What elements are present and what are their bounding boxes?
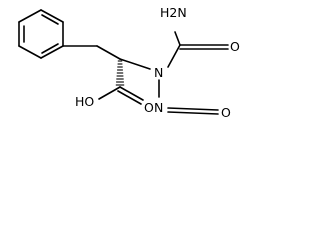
nitrogen-label: N	[154, 65, 163, 80]
ring-bond	[18, 9, 42, 23]
molecule-structure: H2N O HO O N N O	[18, 5, 240, 120]
ring-bond	[40, 45, 64, 59]
ring-double-bond	[41, 43, 59, 54]
ring-double-bond	[41, 14, 59, 25]
nitroso-oxygen-label: O	[221, 105, 231, 120]
alpha-to-nitrogen-bond	[119, 58, 151, 70]
nitroso-double-bond	[167, 111, 219, 115]
ring-bond	[18, 45, 42, 59]
acid-carbon-to-hydroxyl-bond	[98, 86, 121, 100]
urea-carbon-to-amine-bond	[174, 31, 181, 46]
nitroso-nitrogen-label: N	[154, 100, 163, 115]
acid-oxygen-label: O	[144, 100, 154, 115]
nitroso-to-oxygen-bond	[167, 107, 219, 111]
acid-double-bond	[117, 90, 142, 105]
nitrogen-to-urea-carbon-bond	[167, 44, 181, 68]
hydroxyl-label: HO	[75, 94, 94, 109]
amine-label: H2N	[160, 5, 187, 20]
hashed-stereo-bond	[115, 60, 125, 86]
carbonyl-oxygen-label: O	[230, 39, 240, 54]
ch2-to-alpha-bond	[96, 45, 121, 60]
ring-bond	[40, 9, 64, 23]
acid-carbon-to-oxygen-bond	[119, 86, 144, 101]
benzene-ring	[18, 9, 64, 59]
